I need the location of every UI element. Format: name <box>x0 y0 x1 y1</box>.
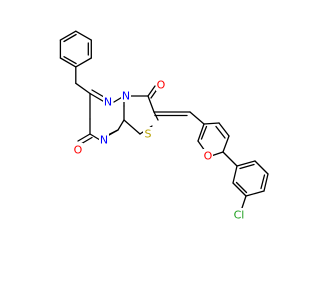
benzyl-phenyl-ring <box>59 30 92 68</box>
furan-ring <box>197 122 230 157</box>
atom-label-o-furan: O <box>204 150 213 163</box>
atom-label-n2: N <box>122 90 130 103</box>
atom-label-n3: N <box>100 134 108 147</box>
atom-label-o-triazinone: O <box>74 144 83 157</box>
methylidene-bridge <box>153 111 205 125</box>
atom-label-n1: N <box>104 96 112 109</box>
atom-label-o-thiazolone: O <box>157 79 166 92</box>
atom-label-s: S <box>145 128 152 141</box>
benzyl-methylene <box>75 66 91 95</box>
aryl-linker <box>222 151 238 167</box>
structure-diagram: N N N S O O O Cl <box>59 30 269 222</box>
atom-label-cl: Cl <box>234 209 245 222</box>
triazinone-ring <box>77 89 125 146</box>
chlorophenyl-ring <box>232 160 269 212</box>
atom-labels: N N N S O O O Cl <box>73 78 246 222</box>
